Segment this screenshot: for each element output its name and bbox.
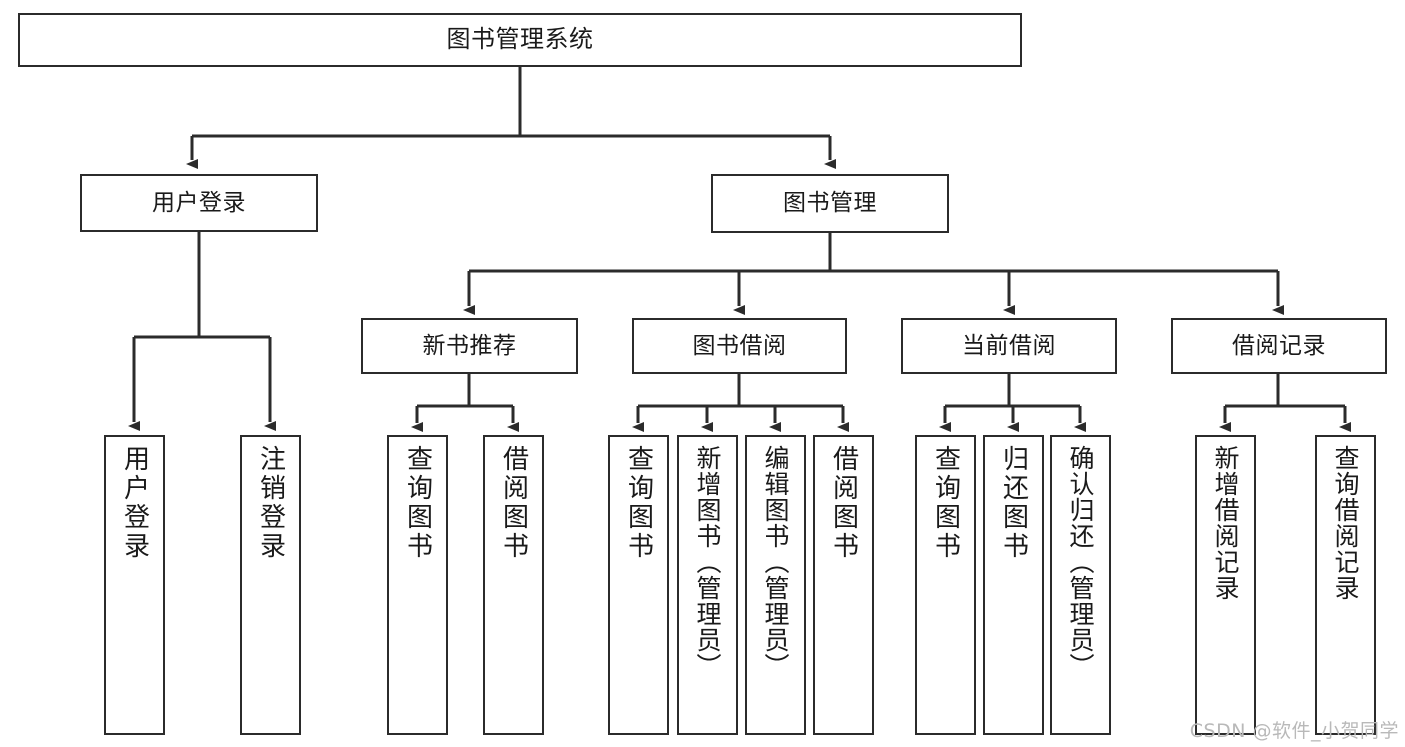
leaf-borrow-borrow-book[interactable]: 借阅图书 xyxy=(813,435,874,735)
node-label: 图书借阅 xyxy=(692,332,787,359)
node-label: 确认归还（管理员） xyxy=(1066,445,1095,679)
node-label: 注销登录 xyxy=(255,445,286,561)
node-borrow-record[interactable]: 借阅记录 xyxy=(1171,318,1387,374)
leaf-borrow-query-book[interactable]: 查询图书 xyxy=(608,435,669,735)
leaf-user-login-logout[interactable]: 注销登录 xyxy=(240,435,301,735)
leaf-user-login-login[interactable]: 用户登录 xyxy=(104,435,165,735)
leaf-borrow-add-book-admin[interactable]: 新增图书（管理员） xyxy=(677,435,738,735)
node-root-system[interactable]: 图书管理系统 xyxy=(18,13,1022,67)
node-label: 借阅记录 xyxy=(1232,332,1326,359)
leaf-recommend-borrow-book[interactable]: 借阅图书 xyxy=(483,435,544,735)
node-new-book-recommend[interactable]: 新书推荐 xyxy=(361,318,578,374)
node-book-management[interactable]: 图书管理 xyxy=(711,174,949,233)
node-label: 借阅图书 xyxy=(828,445,859,561)
node-label: 编辑图书（管理员） xyxy=(761,445,790,679)
leaf-borrow-edit-book-admin[interactable]: 编辑图书（管理员） xyxy=(745,435,806,735)
node-user-login[interactable]: 用户登录 xyxy=(80,174,318,232)
node-label: 查询图书 xyxy=(930,445,961,561)
leaf-current-confirm-return-admin[interactable]: 确认归还（管理员） xyxy=(1050,435,1111,735)
node-label: 图书管理 xyxy=(783,190,877,217)
node-label: 新书推荐 xyxy=(422,332,517,359)
node-label: 用户登录 xyxy=(152,189,246,216)
leaf-record-query-record[interactable]: 查询借阅记录 xyxy=(1315,435,1376,735)
node-label: 归还图书 xyxy=(998,445,1029,561)
leaf-record-add-record[interactable]: 新增借阅记录 xyxy=(1195,435,1256,735)
node-label: 查询图书 xyxy=(623,445,654,561)
node-label: 新增借阅记录 xyxy=(1211,445,1240,601)
leaf-current-return-book[interactable]: 归还图书 xyxy=(983,435,1044,735)
node-label: 当前借阅 xyxy=(962,332,1056,359)
node-label: 用户登录 xyxy=(119,445,150,561)
node-book-borrow[interactable]: 图书借阅 xyxy=(632,318,847,374)
node-label: 借阅图书 xyxy=(498,445,529,561)
node-label: 查询借阅记录 xyxy=(1331,445,1360,601)
node-label: 新增图书（管理员） xyxy=(693,445,722,679)
node-current-borrow[interactable]: 当前借阅 xyxy=(901,318,1117,374)
node-label: 查询图书 xyxy=(402,445,433,561)
csdn-watermark: CSDN @软件_小贺同学 xyxy=(1189,720,1399,742)
node-label: 图书管理系统 xyxy=(446,25,594,54)
leaf-recommend-query-book[interactable]: 查询图书 xyxy=(387,435,448,735)
leaf-current-query-book[interactable]: 查询图书 xyxy=(915,435,976,735)
